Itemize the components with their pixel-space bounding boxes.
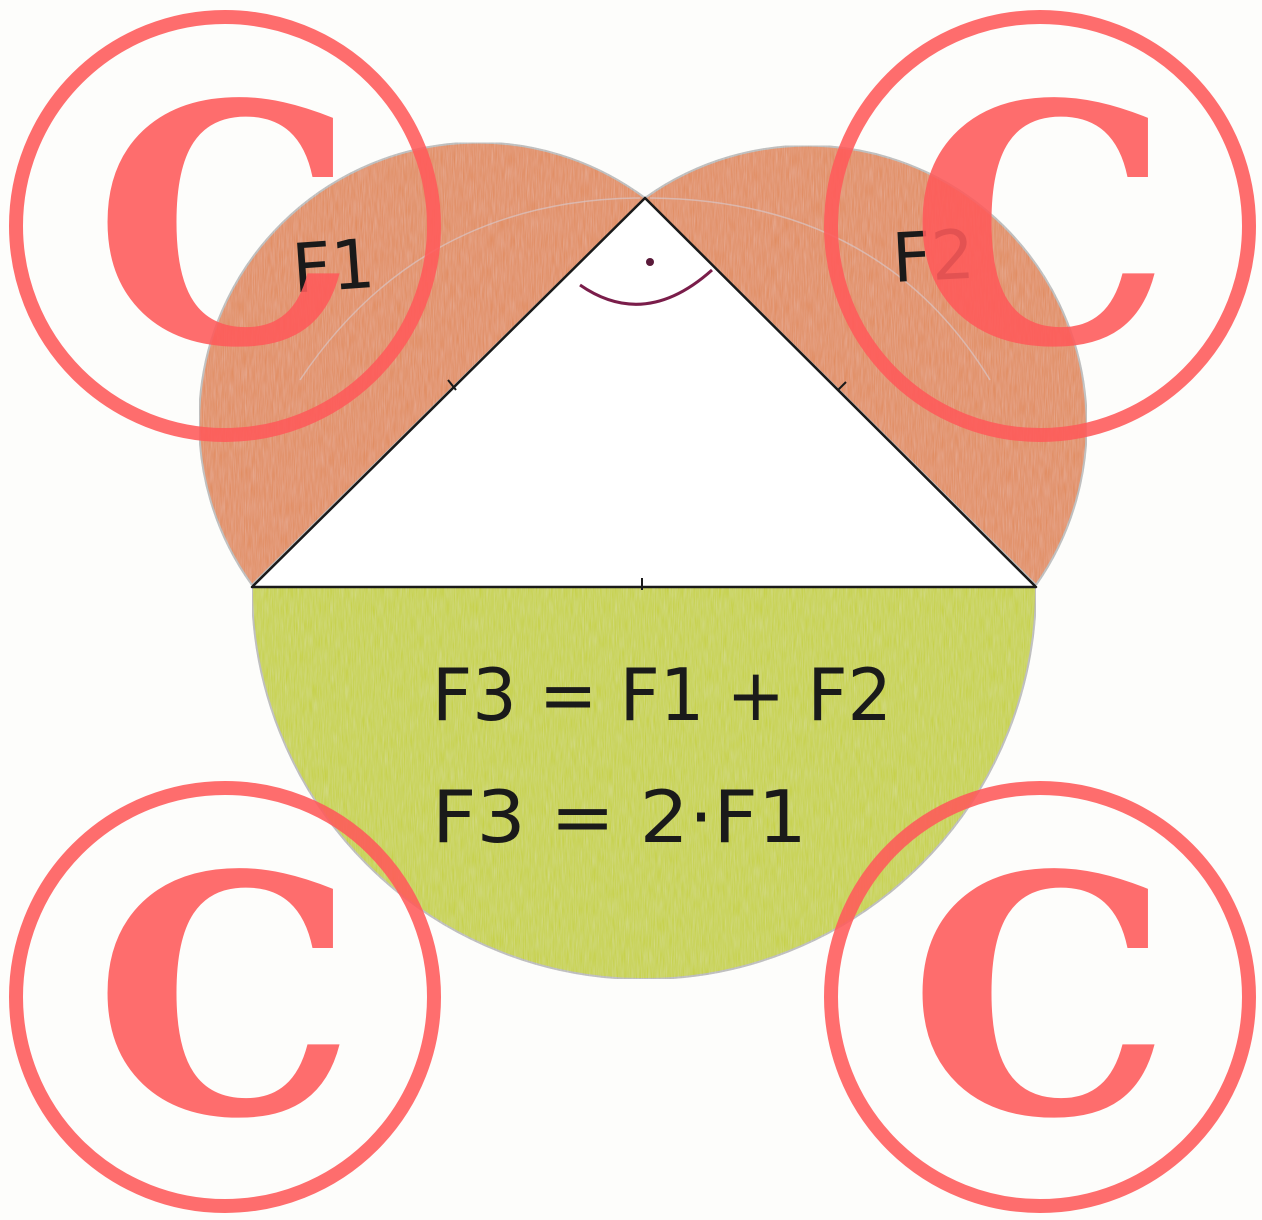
right-angle-dot — [646, 258, 654, 266]
svg-text:C: C — [909, 803, 1172, 1191]
watermark-copyright-top-left: C — [9, 10, 441, 442]
semicircle-f2 — [643, 144, 1088, 587]
label-f1: F1 — [290, 225, 378, 310]
watermark-copyright-bottom-right: C — [824, 781, 1256, 1213]
watermark-copyright-top-right: C — [824, 10, 1256, 442]
midpoint-tick — [837, 381, 847, 391]
midpoint-tick — [447, 379, 457, 391]
svg-text:C: C — [94, 32, 357, 420]
svg-text:C: C — [94, 803, 357, 1191]
formula-line-2: F3 = 2·F1 — [432, 775, 807, 859]
construction-arc — [299, 197, 641, 381]
formula-line-1: F3 = F1 + F2 — [432, 653, 892, 737]
watermark-copyright-bottom-left: C — [9, 781, 441, 1213]
svg-text:C: C — [909, 32, 1172, 420]
construction-arc — [649, 197, 991, 381]
right-angle-arc — [579, 268, 714, 306]
semicircle-f3 — [250, 586, 1038, 980]
right-triangle — [250, 196, 1038, 589]
semicircle-f1 — [198, 141, 647, 587]
label-f2: F2 — [890, 216, 976, 299]
